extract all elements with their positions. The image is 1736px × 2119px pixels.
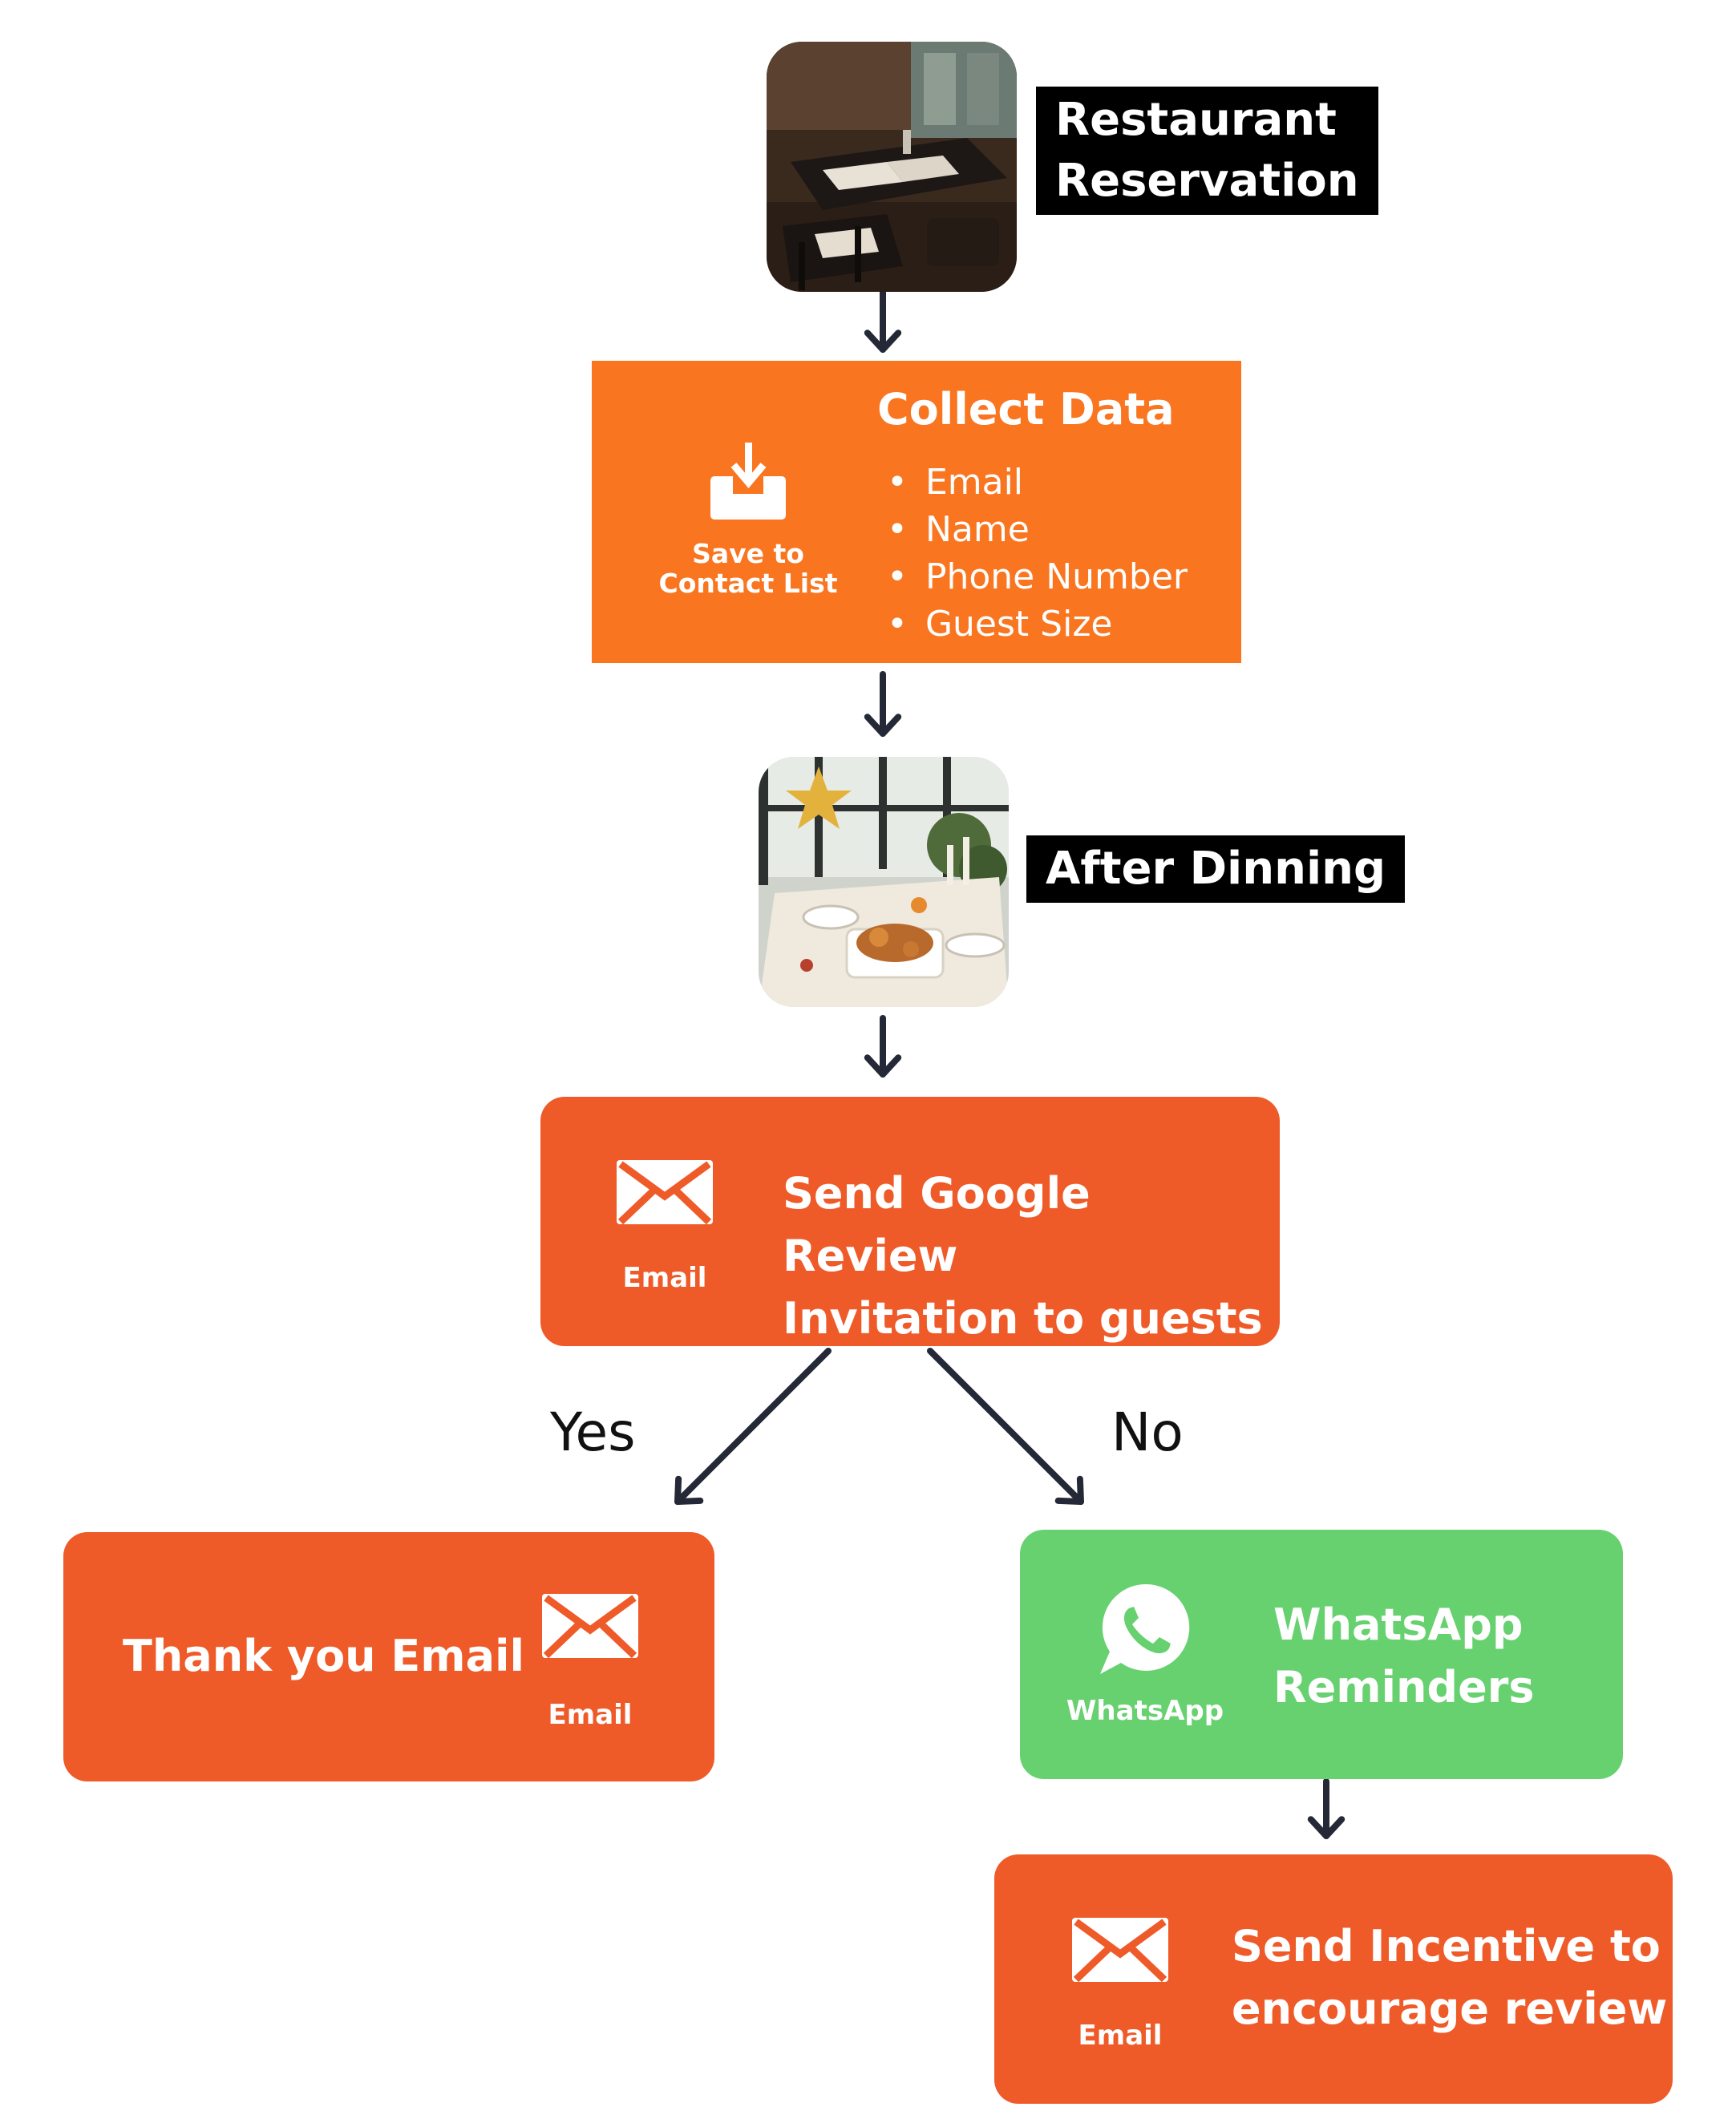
label-line: Reservation [1055, 155, 1359, 207]
label-line: Restaurant [1055, 94, 1337, 146]
caption-line: Contact List [658, 568, 838, 599]
download-tray-icon [710, 443, 786, 520]
envelope-icon [617, 1160, 713, 1225]
list-item: Name [887, 506, 1188, 553]
email-caption: Email [622, 1262, 707, 1294]
incentive-text: Send Incentive to encourage review [1232, 1915, 1667, 2040]
caption-line: Save to [692, 538, 804, 569]
branch-label-yes: Yes [550, 1401, 636, 1463]
envelope-icon [542, 1594, 638, 1659]
title-line: WhatsApp [1273, 1599, 1524, 1650]
whatsapp-caption: WhatsApp [1066, 1695, 1224, 1727]
title-line: Send Incentive to [1232, 1921, 1661, 1971]
whatsapp-text: WhatsApp Reminders [1273, 1594, 1534, 1719]
restaurant-reservation-label: Restaurant Reservation [1036, 87, 1378, 215]
collect-data-box: Save to Contact List Collect Data Email … [592, 361, 1241, 663]
title-line: Send Google Review [783, 1168, 1091, 1281]
envelope-icon [1072, 1918, 1168, 1983]
title-line: encourage review [1232, 1984, 1668, 2034]
title-line: Invitation to guests [783, 1293, 1263, 1344]
thank-you-text: Thank you Email [123, 1631, 525, 1681]
whatsapp-icon [1100, 1583, 1190, 1674]
collect-data-title: Collect Data [877, 384, 1175, 435]
email-caption: Email [1078, 2020, 1163, 2052]
list-item: Phone Number [887, 553, 1188, 601]
after-dining-label: After Dinning [1026, 835, 1406, 903]
list-item: Guest Size [887, 601, 1188, 648]
thank-you-box: Thank you Email Email [63, 1532, 714, 1781]
incentive-box: Email Send Incentive to encourage review [994, 1854, 1673, 2104]
arrow-yes-branch [674, 1348, 832, 1505]
save-to-contact-list-caption: Save to Contact List [656, 539, 840, 598]
list-item: Email [887, 459, 1188, 506]
email-caption: Email [548, 1699, 633, 1731]
dining-photo [759, 757, 1009, 1007]
collect-data-list: Email Name Phone Number Guest Size [887, 459, 1188, 648]
arrow-no-branch [927, 1348, 1084, 1505]
branch-label-no: No [1111, 1401, 1184, 1463]
title-line: Reminders [1273, 1662, 1535, 1713]
send-review-box: Email Send Google Review Invitation to g… [540, 1097, 1280, 1346]
send-review-text: Send Google Review Invitation to guests [783, 1163, 1280, 1350]
whatsapp-box: WhatsApp WhatsApp Reminders [1020, 1530, 1623, 1779]
restaurant-photo [767, 42, 1017, 292]
